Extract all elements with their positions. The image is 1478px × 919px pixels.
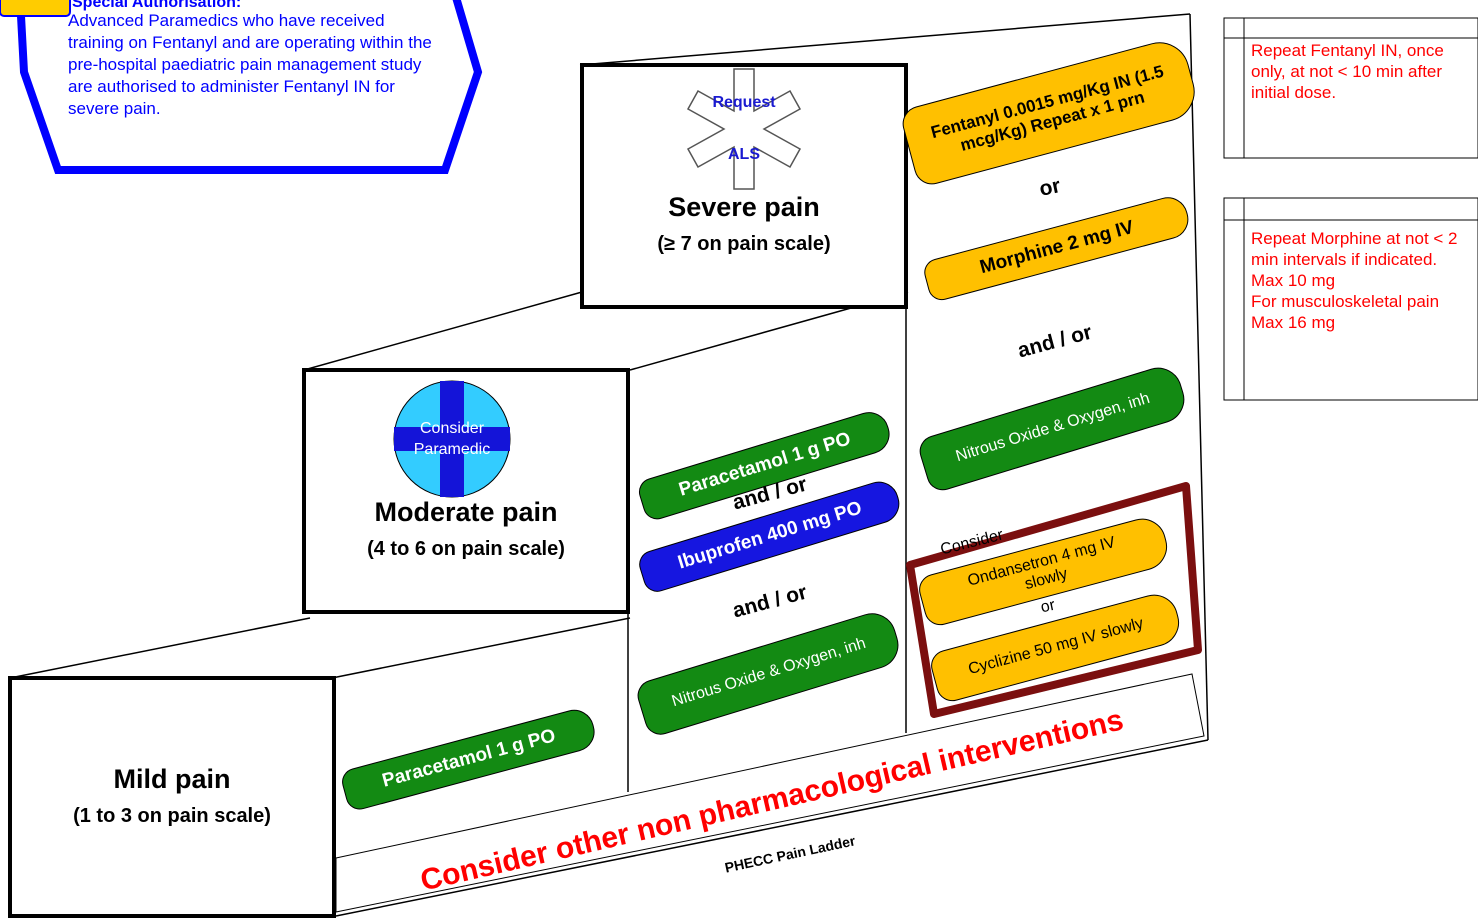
paramedic-cross-icon — [393, 380, 511, 498]
severe-pain-scale: (≥ 7 on pain scale) — [657, 233, 831, 255]
morphine-note-table — [1223, 197, 1478, 401]
authorisation-hexagon — [16, 0, 483, 174]
als-label: ALS — [728, 146, 760, 163]
mild-pain-scale: (1 to 3 on pain scale) — [73, 805, 271, 827]
star-of-life-icon — [686, 68, 802, 190]
authorisation-heading: Special Authorisation: — [72, 0, 242, 11]
request-label: Request — [712, 94, 776, 111]
authorisation-text: Advanced Paramedics who have received tr… — [68, 11, 432, 118]
moderate-pain-scale: (4 to 6 on pain scale) — [367, 538, 565, 560]
mild-step-box — [8, 676, 336, 918]
moderate-pain-title: Moderate pain — [374, 497, 558, 527]
mild-pain-title: Mild pain — [113, 764, 231, 794]
antiemetic-frame — [906, 482, 1202, 718]
fentanyl-note: Repeat Fentanyl IN, once only, at not < … — [1251, 41, 1444, 102]
fentanyl-note-table — [1223, 17, 1478, 159]
severe-pain-title: Severe pain — [668, 192, 820, 222]
consider-paramedic-label: Consider Paramedic — [413, 420, 491, 458]
morphine-note: Repeat Morphine at not < 2 min intervals… — [1251, 229, 1458, 332]
